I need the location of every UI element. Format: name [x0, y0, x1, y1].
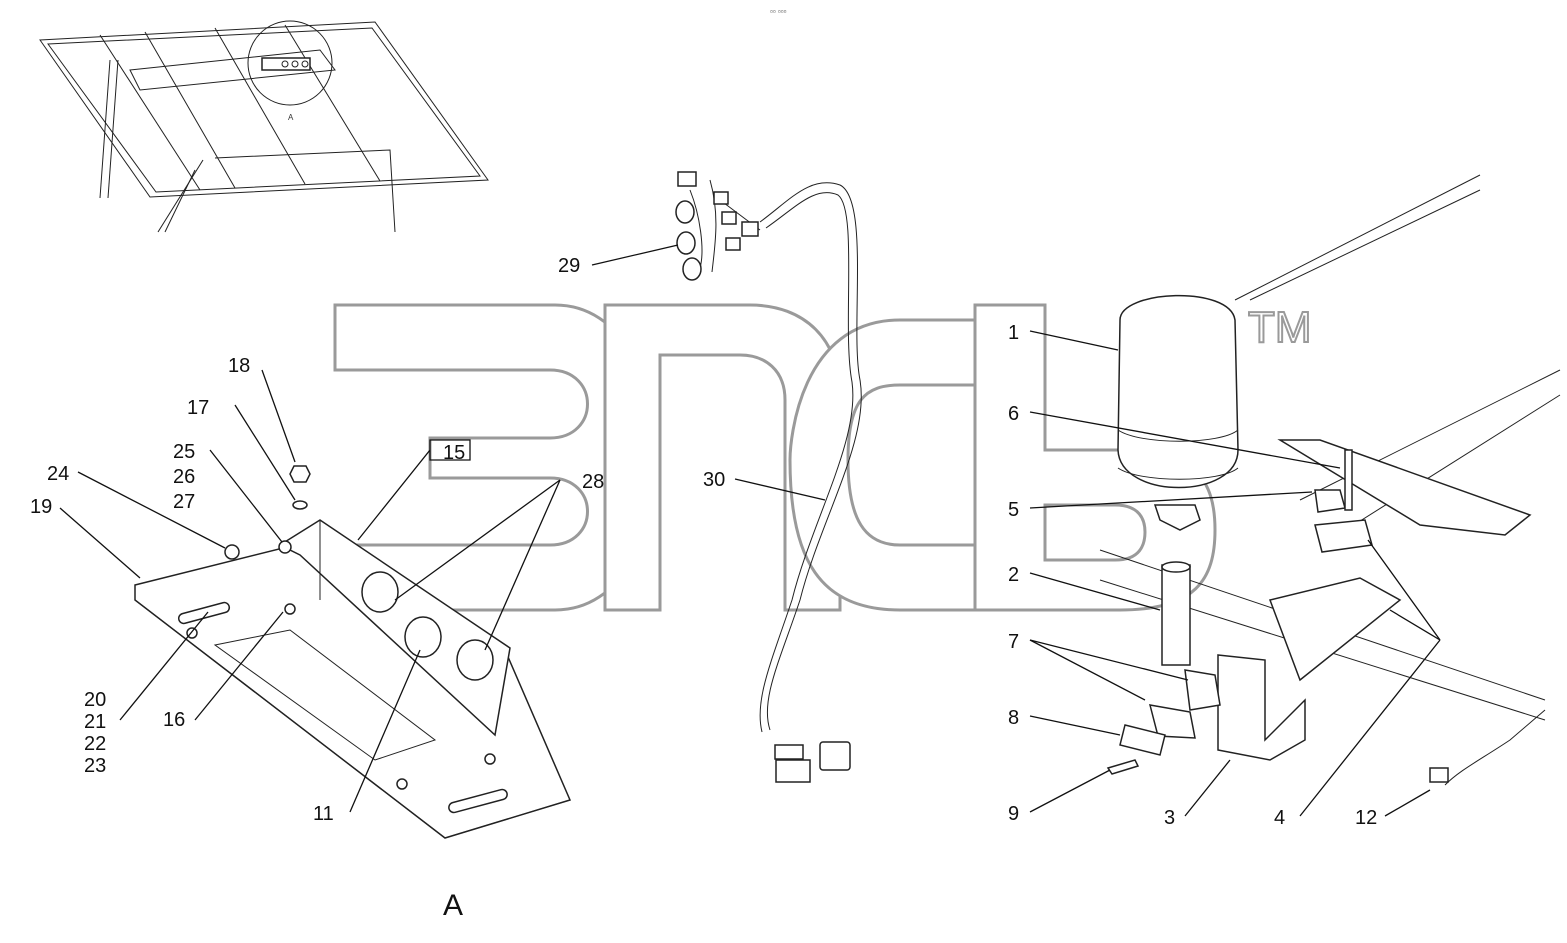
label-15: 15 [443, 442, 465, 464]
label-29: 29 [558, 255, 580, 277]
label-7: 7 [1008, 631, 1019, 653]
label-25: 25 [173, 441, 195, 463]
leader-lines [59, 244, 1441, 817]
roof-frame-drawing: A [39, 20, 489, 233]
ruler-glyph: ▫▫ ▫▫▫ [770, 7, 787, 16]
label-3: 3 [1164, 807, 1175, 829]
label-28: 28 [582, 471, 604, 493]
watermark: TM [333, 302, 1313, 612]
cable-drawing [759, 182, 862, 783]
label-8: 8 [1008, 707, 1019, 729]
trademark-mark: TM [1248, 303, 1312, 352]
label-18: 18 [228, 355, 250, 377]
label-22: 22 [84, 733, 106, 755]
label-26: 26 [173, 466, 195, 488]
part-labels: 18 17 25 26 27 24 19 15 28 20 21 22 23 1… [30, 255, 1377, 922]
label-11: 11 [313, 803, 334, 825]
bracket-assembly-drawing [134, 465, 572, 839]
beacon-assembly-drawing [1099, 174, 1561, 786]
label-16: 16 [163, 709, 185, 731]
label-27: 27 [173, 491, 195, 513]
label-30: 30 [703, 469, 725, 491]
detail-marker: A [288, 113, 294, 122]
label-9: 9 [1008, 803, 1019, 825]
label-2: 2 [1008, 564, 1019, 586]
label-21: 21 [84, 711, 106, 733]
label-24: 24 [47, 463, 69, 485]
label-19: 19 [30, 496, 52, 518]
view-label-a: A [443, 889, 463, 922]
wiring-harness-drawing [675, 171, 761, 281]
label-6: 6 [1008, 403, 1019, 425]
label-20: 20 [84, 689, 106, 711]
label-1: 1 [1008, 322, 1019, 344]
label-5: 5 [1008, 499, 1019, 521]
label-4: 4 [1274, 807, 1285, 829]
label-12: 12 [1355, 807, 1377, 829]
label-17: 17 [187, 397, 209, 419]
label-23: 23 [84, 755, 106, 777]
